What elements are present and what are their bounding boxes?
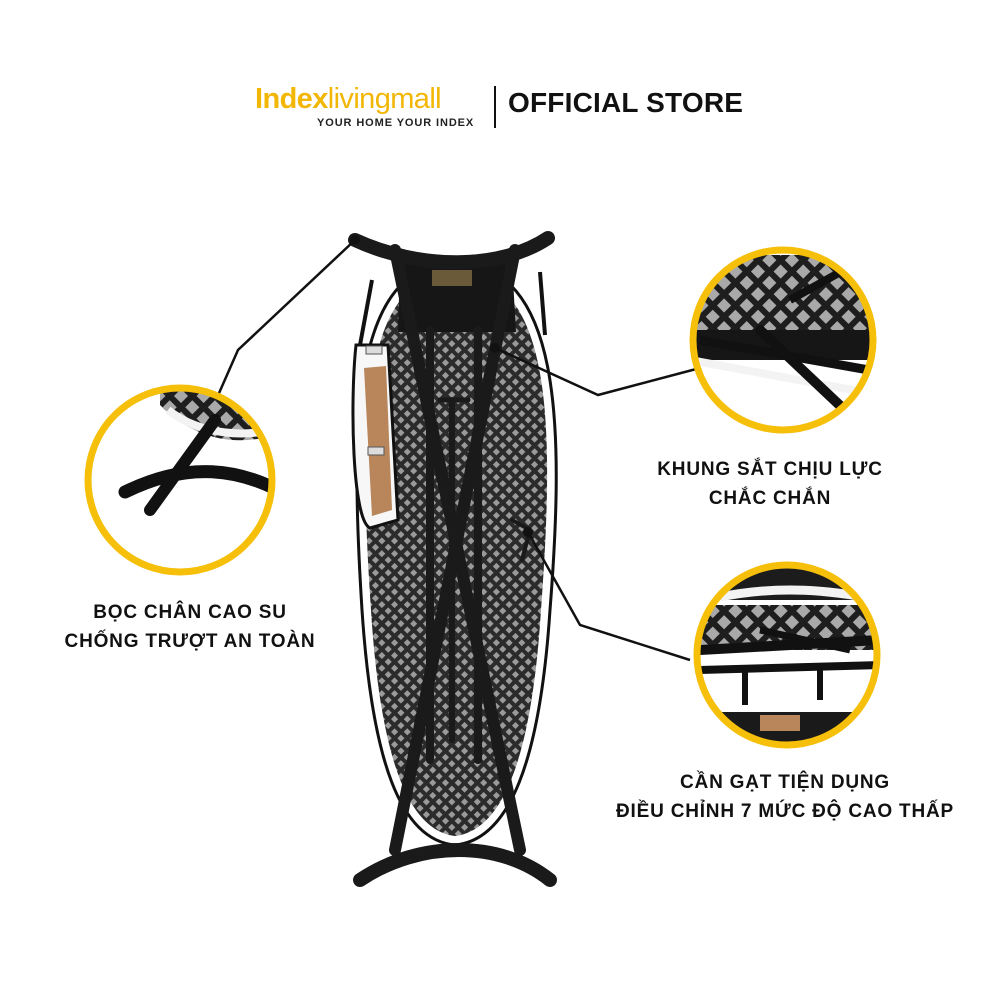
caption-line: BỌC CHÂN CAO SU — [93, 602, 287, 623]
feature-caption-feet: BỌC CHÂN CAO SU CHỐNG TRƯỢT AN TOÀN — [40, 598, 340, 656]
caption-line: CHẮC CHẮN — [708, 488, 832, 509]
brand-tagline: YOUR HOME YOUR INDEX — [317, 117, 475, 129]
iron-rest — [351, 343, 400, 530]
callout-lever-zoom — [693, 561, 881, 749]
leader-dot-lever — [523, 527, 533, 537]
feature-caption-frame: KHUNG SẮT CHỊU LỰC CHẮC CHẮN — [640, 455, 900, 513]
caption-line: CHỐNG TRƯỢT AN TOÀN — [64, 631, 316, 652]
feature-caption-lever: CẦN GẠT TIỆN DỤNG ĐIỀU CHỈNH 7 MỨC ĐỘ CA… — [590, 768, 980, 826]
leader-dot-feet — [350, 235, 360, 245]
official-store-label: OFFICIAL STORE — [508, 87, 744, 118]
callout-feet-zoom — [84, 384, 276, 576]
caption-line: CẦN GẠT TIỆN DỤNG — [680, 772, 890, 793]
callout-frame-zoom — [689, 246, 877, 434]
caption-line: KHUNG SẮT CHỊU LỰC — [657, 459, 883, 480]
brand-name-light: livingmall — [327, 83, 442, 115]
store-header: Indexlivingmall YOUR HOME YOUR INDEX OFF… — [255, 82, 755, 132]
caption-line: ĐIỀU CHỈNH 7 MỨC ĐỘ CAO THẤP — [616, 801, 954, 822]
steel-frame — [348, 231, 557, 887]
leader-dot-frame — [490, 343, 500, 353]
brand-logo: Indexlivingmall — [255, 82, 442, 116]
header-divider — [494, 86, 496, 128]
brand-name-bold: Index — [255, 83, 328, 115]
